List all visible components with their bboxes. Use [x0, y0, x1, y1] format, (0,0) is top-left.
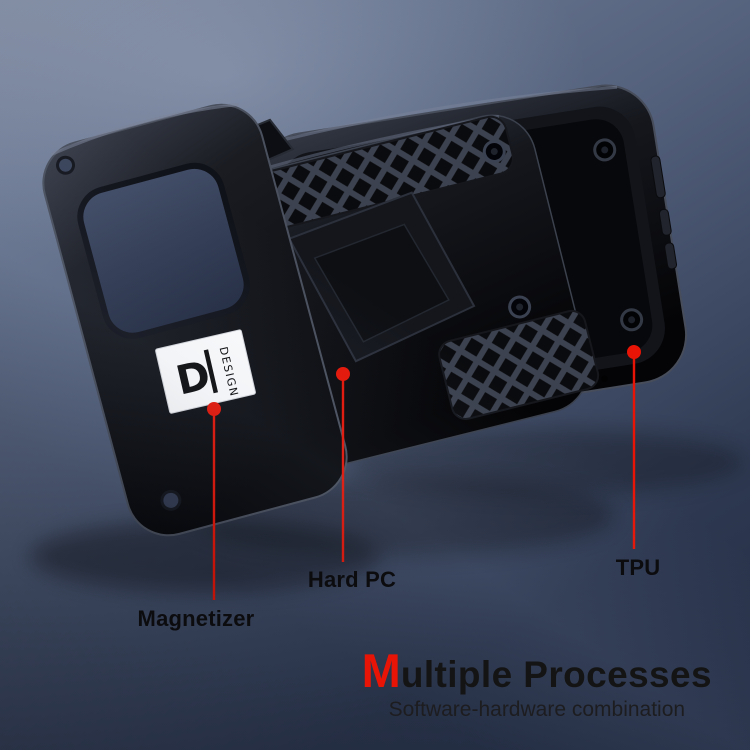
- back-cover-render: D DESIGN: [42, 102, 348, 537]
- headline-rest: ultiple Processes: [400, 654, 712, 695]
- headline-title: Multiple Processes: [362, 646, 712, 695]
- callout-label-hard-pc: Hard PC: [307, 567, 397, 592]
- callout-annotations: [207, 345, 641, 600]
- tpu-side-buttons: [650, 155, 678, 270]
- callout-dot-magnetizer: [207, 402, 221, 416]
- callout-dot-tpu: [627, 345, 641, 359]
- kickstand: [287, 191, 476, 363]
- logo-sticker: D DESIGN: [155, 329, 256, 414]
- callout-dot-hard-pc: [336, 367, 350, 381]
- callout-label-tpu: TPU: [615, 555, 661, 580]
- tpu-corner-holes: [593, 138, 644, 332]
- headline-subtitle: Software-hardware combination: [388, 698, 686, 722]
- cover-bottom-hole: [160, 489, 182, 511]
- camera-cutout-cover: [77, 162, 250, 339]
- cover-corner-hole: [56, 155, 76, 175]
- headline-initial: M: [361, 644, 401, 697]
- headline: Multiple Processes Software-hardware com…: [362, 646, 712, 721]
- callout-label-magnetizer: Magnetizer: [137, 606, 255, 631]
- lattice-grip-bottom: [438, 309, 600, 420]
